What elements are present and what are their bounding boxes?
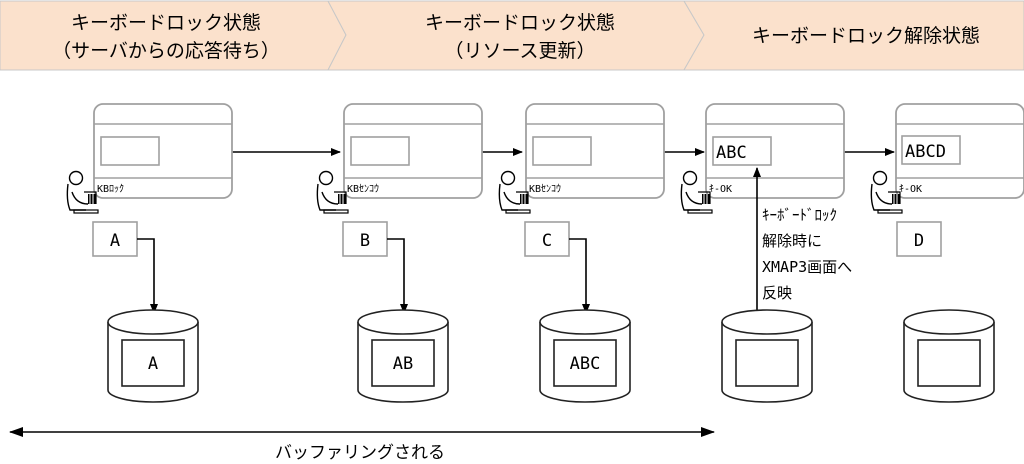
buffer-cylinder-4 [721,309,813,403]
screen-input-field-4 [712,136,772,166]
phase-banner-1: キーボードロック状態 （サーバからの応答待ち） [0,0,347,71]
screen-input-field-3 [532,136,592,166]
input-arrow-3 [569,238,590,314]
phase-banner-2: キーボードロック状態 （リソース更新） [327,0,705,71]
phase-3-title: キーボードロック解除状態 [752,25,980,47]
phase-1-title: キーボードロック状態 [71,12,261,34]
reflect-note-line1: ｷｰﾎﾞｰﾄﾞﾛｯｸ [762,206,837,224]
screen-5-text: ABCD [905,142,946,162]
buffer-cylinder-5 [903,309,995,403]
terminal-screen-1 [93,103,233,199]
terminal-screen-2 [343,103,483,199]
screen-5-status: ｷ-OK [899,184,922,195]
input-key-2: B [360,231,370,251]
reflect-note-line4: 反映 [762,284,792,302]
phase-banner-3: キーボードロック解除状態 [683,0,1024,71]
reflect-note: ｷｰﾎﾞｰﾄﾞﾛｯｸ 解除時に XMAP3画面へ 反映 [762,206,852,302]
screen-input-field-2 [350,136,410,166]
input-key-box-5 [896,221,942,257]
screen-4-text: ABC [716,143,747,163]
buffer-cylinder-2: AB [357,309,449,403]
input-key-1: A [110,231,120,251]
buffer-cylinder-1: A [107,309,199,403]
input-key-5: D [914,231,924,251]
buffering-label: バッファリングされる [275,443,445,463]
reflect-note-line2: 解除時に [762,232,822,250]
phase-2-title: キーボードロック状態 [425,12,615,34]
input-arrow-1 [137,238,158,314]
phase-banner-3-shape [683,0,1024,71]
screen-2-status: KBｾﾝｺｳ [347,183,379,195]
phase-1-subtitle: （サーバからの応答待ち） [52,40,280,62]
stage-2: KBｾﾝｺｳ B AB [316,103,483,403]
screen-3-status: KBｾﾝｺｳ [529,183,561,195]
buffer-value-2: AB [393,354,413,374]
input-key-box-2 [342,221,388,257]
screen-input-field-5 [901,135,961,165]
buffer-value-3: ABC [570,354,601,374]
buffer-cylinder-3: ABC [539,309,631,403]
input-arrow-2 [387,238,408,314]
reflect-note-line3: XMAP3画面へ [762,258,852,276]
stage-3: KBｾﾝｺｳ C ABC [498,103,665,403]
stage-1: KBﾛｯｸ A A [66,103,233,403]
terminal-screen-3 [525,103,665,199]
screen-1-status: KBﾛｯｸ [97,183,124,195]
screen-input-field-1 [100,136,160,166]
phase-2-subtitle: （リソース更新） [444,40,595,62]
input-key-3: C [542,231,552,251]
stage-5: ABCD ｷ-OK D [870,103,1024,403]
stage-4: ABC ｷ-OK ｷｰﾎﾞｰﾄﾞﾛｯｸ 解除時に XMAP3画面へ 反映 [680,103,852,403]
terminal-screen-4 [705,103,845,199]
buffer-value-1: A [148,354,158,374]
screen-4-status: ｷ-OK [709,184,732,195]
